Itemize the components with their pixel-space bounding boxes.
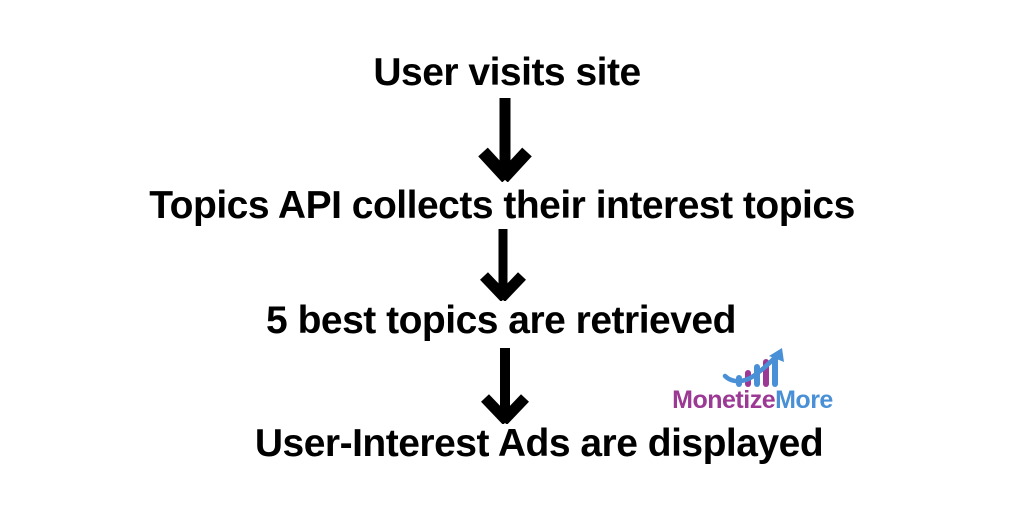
down-arrow-icon [478, 227, 528, 306]
logo-wordmark: MonetizeMore [660, 386, 845, 415]
flow-step-topics-api-collects: Topics API collects their interest topic… [149, 184, 855, 227]
logo-text-more: More [775, 386, 833, 414]
flow-step-user-interest-ads: User-Interest Ads are displayed [254, 422, 824, 465]
logo-bar-chart-icon [722, 346, 792, 388]
logo-growth-arrow-icon [722, 348, 784, 384]
flow-step-best-topics-retrieved: 5 best topics are retrieved [266, 299, 736, 342]
logo-text-monetize: Monetize [672, 386, 776, 414]
flow-step-user-visits-site: User visits site [373, 51, 641, 94]
monetizemore-logo: MonetizeMore [660, 344, 845, 418]
down-arrow-icon [477, 96, 533, 187]
down-arrow-icon [480, 346, 530, 429]
